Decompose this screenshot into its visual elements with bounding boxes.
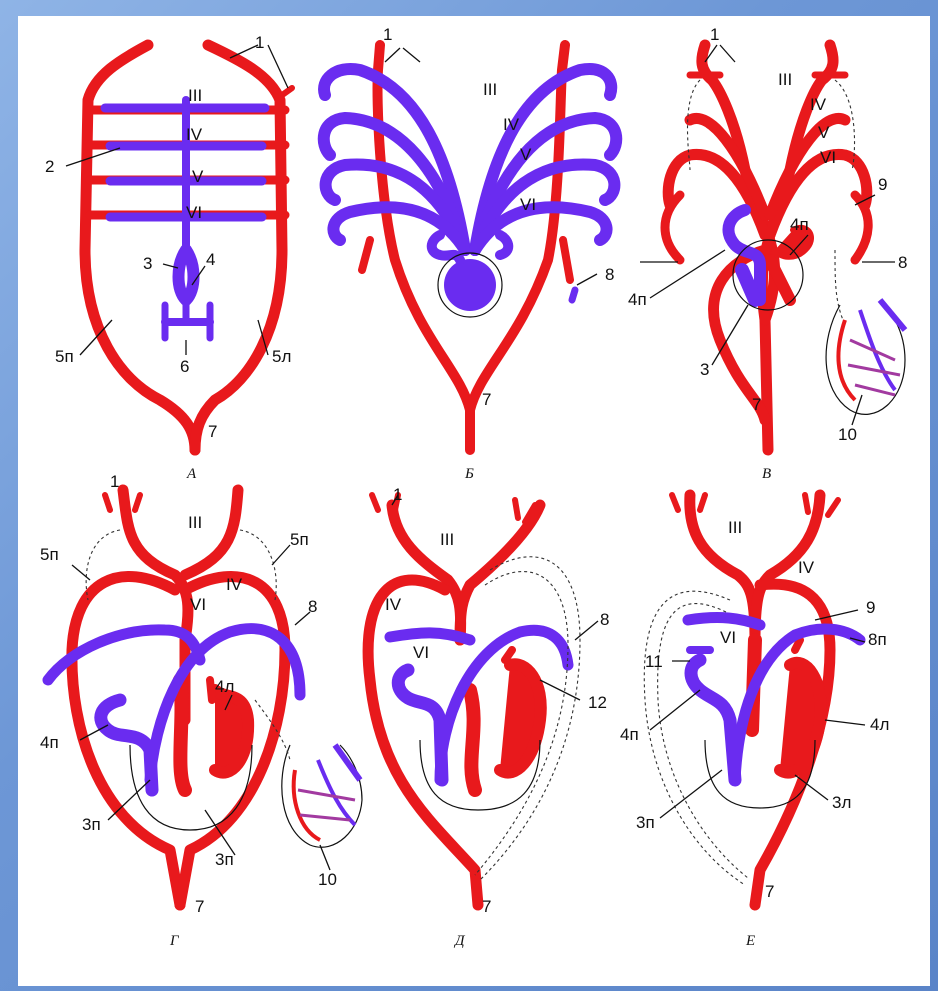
label: III: [728, 518, 742, 537]
panel-d-lung: [282, 745, 362, 847]
label: VI: [820, 148, 836, 167]
label: V: [520, 145, 532, 164]
label: 1: [255, 33, 264, 52]
panel-c-lung: [826, 300, 905, 414]
label: 7: [765, 882, 774, 901]
label: 5п: [55, 347, 74, 366]
label: 5п: [290, 530, 309, 549]
label: 4л: [215, 677, 234, 696]
label: 3л: [832, 793, 851, 812]
label: III: [483, 80, 497, 99]
label: III: [188, 86, 202, 105]
label: III: [440, 530, 454, 549]
label: 7: [195, 897, 204, 916]
label: 8: [600, 610, 609, 629]
label: 5л: [272, 347, 291, 366]
label: 1: [393, 485, 402, 504]
panel-c-arteries: [665, 45, 868, 450]
label: 8: [898, 253, 907, 272]
label: VI: [720, 628, 736, 647]
panel-a: [66, 45, 292, 450]
label: 3п: [82, 815, 101, 834]
label: IV: [186, 125, 203, 144]
panel-a-leaders: [66, 45, 288, 355]
label: 7: [482, 897, 491, 916]
label: 11: [645, 652, 663, 671]
label: 7: [208, 422, 217, 441]
panel-c: [640, 45, 905, 450]
label: 8п: [868, 630, 887, 649]
label: 4п: [620, 725, 639, 744]
label: 1: [110, 472, 119, 491]
label: 7: [482, 390, 491, 409]
panel-caption: Б: [464, 466, 474, 482]
label: 1: [383, 25, 392, 44]
label: VI: [190, 595, 206, 614]
label: 4л: [870, 715, 889, 734]
panel-caption: Г: [169, 933, 180, 949]
label: 6: [180, 357, 189, 376]
label: VI: [520, 195, 536, 214]
label: 4: [206, 250, 215, 269]
panel-caption: Е: [745, 933, 755, 949]
label: III: [778, 70, 792, 89]
label: IV: [226, 575, 243, 594]
label: VI: [186, 203, 202, 222]
label: 3: [700, 360, 709, 379]
panel-caption: В: [762, 466, 771, 482]
label: IV: [385, 595, 402, 614]
label: 2: [45, 157, 54, 176]
label: 10: [838, 425, 857, 444]
label: 5п: [40, 545, 59, 564]
label: 7: [752, 395, 761, 414]
label: 8: [605, 265, 614, 284]
panel-a-veins: [105, 100, 265, 338]
panel-d-arteries: [72, 490, 285, 905]
label: IV: [798, 558, 815, 577]
label: V: [192, 167, 204, 186]
label: V: [818, 123, 830, 142]
label: 4п: [40, 733, 59, 752]
label: 3: [143, 254, 152, 273]
panel-f: [644, 495, 865, 905]
panel-b: [324, 45, 616, 450]
label: III: [188, 513, 202, 532]
label: 1: [710, 25, 719, 44]
panel-caption: А: [186, 466, 197, 482]
label: 9: [866, 598, 875, 617]
panel-f-arteries: [672, 495, 838, 905]
label: 3п: [215, 850, 234, 869]
panel-caption: Д: [453, 933, 466, 949]
label: 4п: [790, 215, 809, 234]
label: 8: [308, 597, 317, 616]
label: IV: [810, 95, 827, 114]
panel-e: [368, 495, 598, 905]
label: IV: [503, 115, 520, 134]
panel-d: [48, 490, 362, 905]
label: VI: [413, 643, 429, 662]
label: 12: [588, 693, 607, 712]
label: 10: [318, 870, 337, 889]
label: 4п: [628, 290, 647, 309]
label: 9: [878, 175, 887, 194]
label: 3п: [636, 813, 655, 832]
